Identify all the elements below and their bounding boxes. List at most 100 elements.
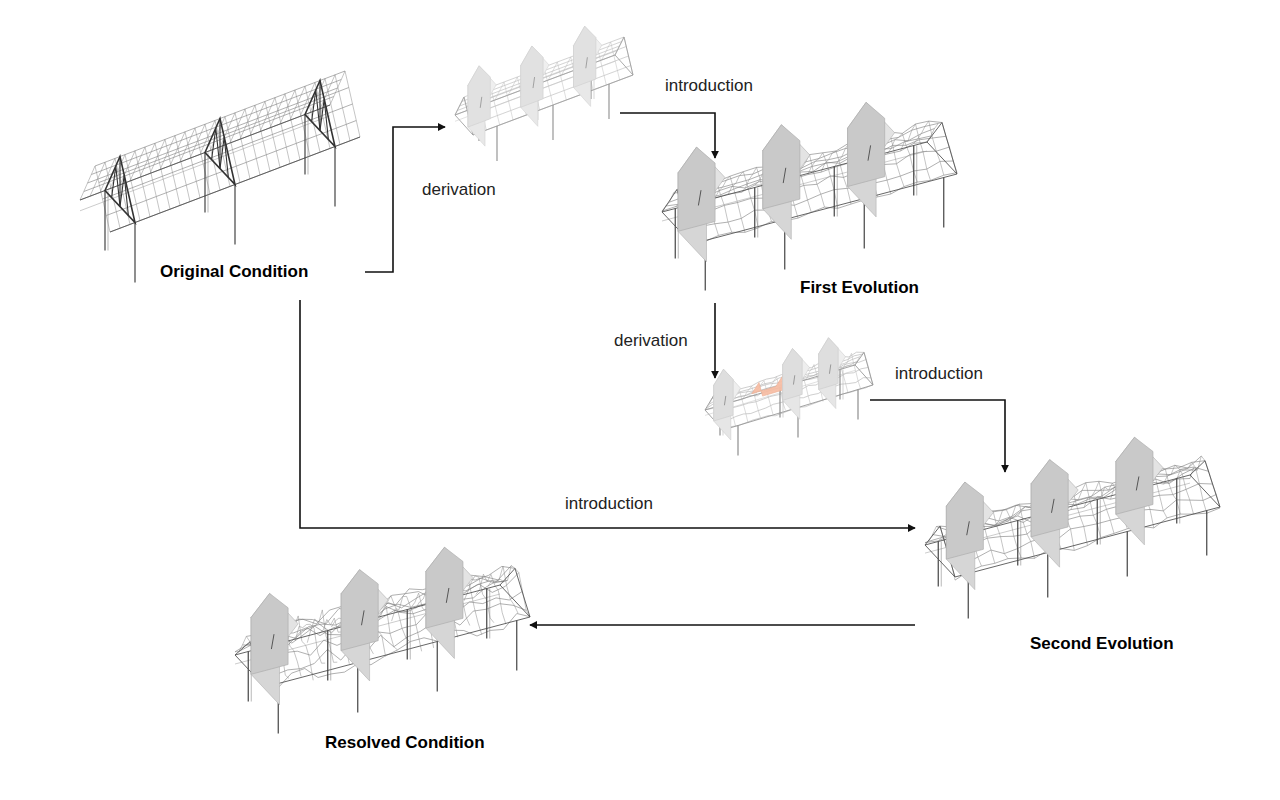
roof-grid-line	[307, 610, 337, 662]
truss-line	[305, 81, 335, 147]
roof-grid-line	[103, 104, 353, 199]
column-line	[675, 209, 676, 259]
volume-mark	[793, 375, 794, 384]
roof-grid-line	[140, 143, 170, 209]
roof-grid-line	[808, 153, 838, 209]
arrow-label: derivation	[420, 180, 498, 200]
volume-mark	[829, 364, 830, 373]
roof-grid-line	[500, 566, 530, 617]
truss-web	[119, 157, 120, 207]
building-wireframe	[662, 102, 957, 290]
eave-beam	[692, 174, 957, 244]
volume-face	[251, 593, 288, 674]
volume-mark	[698, 190, 701, 205]
truss-web	[319, 81, 320, 131]
roof-grid-line	[927, 123, 957, 173]
roof-grid-line	[160, 136, 190, 202]
roof-grid-line	[855, 352, 873, 384]
roof-grid-line	[260, 98, 290, 164]
flow-arrow	[870, 400, 1005, 472]
roof-grid-line	[230, 109, 260, 175]
volume-mark	[362, 610, 365, 625]
volume-mark	[1052, 499, 1055, 513]
volume-mark	[533, 77, 535, 88]
illustration-node: First Evolution	[655, 158, 955, 303]
column-line	[357, 663, 358, 713]
column-line	[410, 610, 411, 660]
roof-grid-line	[821, 151, 851, 204]
roof-grid-line	[685, 147, 950, 219]
gable-line	[500, 568, 530, 617]
eave-beam	[955, 507, 1220, 577]
column-line	[486, 589, 487, 639]
column-line	[1100, 500, 1101, 545]
volume-mark	[271, 634, 274, 649]
column-line	[234, 185, 235, 245]
column-line	[834, 167, 835, 217]
roof-grid-line	[220, 113, 250, 179]
volume-mark	[480, 97, 482, 108]
roof-grid-line	[602, 42, 620, 80]
arrow-label: introduction	[663, 76, 755, 96]
eave-beam	[265, 617, 530, 687]
column-line	[941, 542, 942, 587]
roof-grid-line	[488, 566, 518, 613]
roof-grid-line	[250, 101, 280, 167]
stage-heading: Original Condition	[160, 262, 308, 282]
roof-grid-line	[1190, 456, 1220, 508]
roof-grid-line	[150, 139, 180, 205]
column-line	[843, 370, 844, 400]
roof-grid-line	[914, 121, 944, 175]
volume-face	[341, 570, 378, 651]
roof-grid-line	[495, 82, 513, 120]
volume-face	[521, 46, 543, 107]
volume-mark	[586, 57, 588, 68]
column-line	[104, 191, 105, 251]
roof-grid-line	[240, 105, 270, 171]
column-line	[754, 188, 755, 238]
column-line	[839, 370, 840, 400]
stage-heading: Second Evolution	[1030, 634, 1174, 654]
volume-mark	[967, 521, 970, 535]
roof-grid-line	[330, 71, 360, 137]
roof-grid-line	[843, 353, 861, 388]
gable-line	[855, 352, 873, 385]
roof-grid-line	[471, 66, 631, 126]
column-line	[757, 188, 758, 238]
volume-face	[574, 26, 596, 87]
column-line	[330, 631, 331, 681]
roof-grid-line	[955, 508, 1220, 580]
column-line	[1097, 500, 1098, 545]
truss-line	[205, 119, 235, 185]
volume-face	[819, 338, 839, 390]
column-line	[1127, 532, 1128, 577]
column-line	[437, 642, 438, 692]
building-wireframe	[925, 437, 1220, 618]
roof-grid-line	[130, 147, 160, 213]
column-line	[248, 652, 249, 702]
column-line	[327, 631, 328, 681]
building-wireframe	[455, 26, 633, 161]
column-line	[1179, 479, 1180, 524]
column-line	[308, 115, 309, 175]
roof-grid-line	[170, 132, 200, 198]
column-line	[304, 115, 305, 175]
volume-face	[426, 547, 463, 628]
volume-mark	[1136, 476, 1139, 490]
volume-mark	[446, 588, 449, 603]
column-line	[779, 388, 780, 418]
arrow-label: derivation	[612, 331, 690, 351]
column-line	[608, 84, 609, 119]
volume-face	[848, 102, 885, 186]
volume-mark	[724, 396, 725, 405]
volume-face	[1116, 437, 1153, 514]
volume-face	[783, 349, 803, 401]
roof-grid-line	[548, 62, 566, 100]
column-line	[1047, 553, 1048, 598]
roof-grid-line	[991, 510, 1021, 558]
column-line	[837, 167, 838, 217]
column-line	[916, 146, 917, 196]
volume-face	[678, 147, 715, 231]
illustration-node: Second Evolution	[915, 472, 1205, 657]
